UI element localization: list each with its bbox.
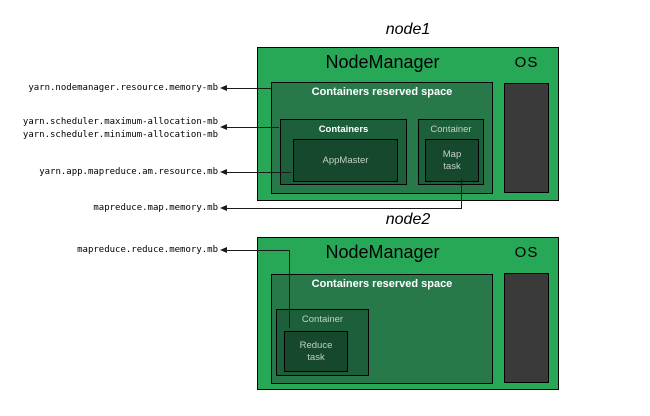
arrowhead-left-icon [220,123,227,130]
node2-os-memory-block [504,273,549,383]
arrow-line-am-resource [227,172,291,173]
arrowhead-left-icon [220,84,227,91]
node2-nodemanager-label: NodeManager [325,242,440,262]
arrow-line-reduce-memory [227,250,290,251]
map-task-label-line2: task [443,160,461,172]
config-label-reduce-memory: mapreduce.reduce.memory.mb [77,245,218,255]
config-label-map-memory: mapreduce.map.memory.mb [93,203,218,213]
node1-nodemanager-box: NodeManager OS Containers reserved space… [257,47,559,201]
appmaster-label: AppMaster [322,154,369,166]
node2-os-label: OS [514,244,539,261]
node1-title: node1 [385,21,431,38]
reduce-task-label-line1: Reduce [299,339,333,351]
node1-containers-label: Containers [318,124,369,135]
arrow-line-map-memory [227,208,462,209]
node2-container-label: Container [301,314,344,325]
node1-container-box: Container Map task [418,119,484,185]
arrow-line-reduce-memory-vertical [289,250,290,328]
node2-nodemanager-box: NodeManager OS Containers reserved space… [257,237,559,390]
arrow-line-nodemanager-memory [227,88,271,89]
node2-title: node2 [385,211,431,228]
node1-container-label: Container [430,124,472,135]
arrowhead-left-icon [220,246,227,253]
node1-nodemanager-label: NodeManager [325,52,440,72]
config-label-scheduler-min: yarn.scheduler.minimum-allocation-mb [22,130,218,140]
arrowhead-left-icon [220,168,227,175]
arrow-line-scheduler [227,127,279,128]
config-label-scheduler-max: yarn.scheduler.maximum-allocation-mb [22,117,218,127]
map-task-label-line1: Map [442,148,462,160]
config-label-am-resource: yarn.app.mapreduce.am.resource.mb [39,167,218,177]
node2-container-box: Container Reduce task [276,309,369,376]
reduce-task-label-line2: task [307,351,325,363]
map-task-box: Map task [425,139,479,182]
arrowhead-left-icon [220,204,227,211]
node1-containers-box: Containers AppMaster [280,119,407,185]
node1-appmaster-box: AppMaster [293,139,398,182]
node2-reserved-space-label: Containers reserved space [311,278,453,290]
arrow-line-map-memory-vertical [461,179,462,209]
node1-containers-reserved-space-box: Containers reserved space Containers App… [271,82,493,194]
config-label-nodemanager-memory: yarn.nodemanager.resource.memory-mb [28,83,218,93]
node2-containers-reserved-space-box: Containers reserved space Container Redu… [271,274,493,384]
node1-os-label: OS [514,54,539,71]
node1-reserved-space-label: Containers reserved space [311,86,453,98]
node1-os-memory-block [504,83,549,193]
reduce-task-box: Reduce task [284,331,348,372]
